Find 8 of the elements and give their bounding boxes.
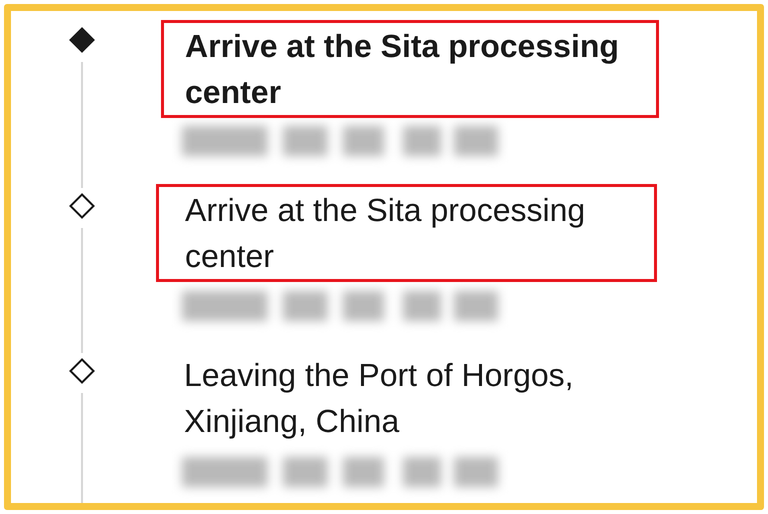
event-title: Arrive at the Sita processing center [185,27,620,112]
highlight-frame [156,184,657,282]
blurred-timestamp [182,457,498,487]
highlight-frame [161,20,659,118]
blurred-timestamp [182,126,498,156]
event-title: Arrive at the Sita processing center [185,191,586,276]
event-title: Leaving the Port of Horgos, Xinjiang, China [184,356,575,441]
blurred-timestamp [182,291,498,321]
